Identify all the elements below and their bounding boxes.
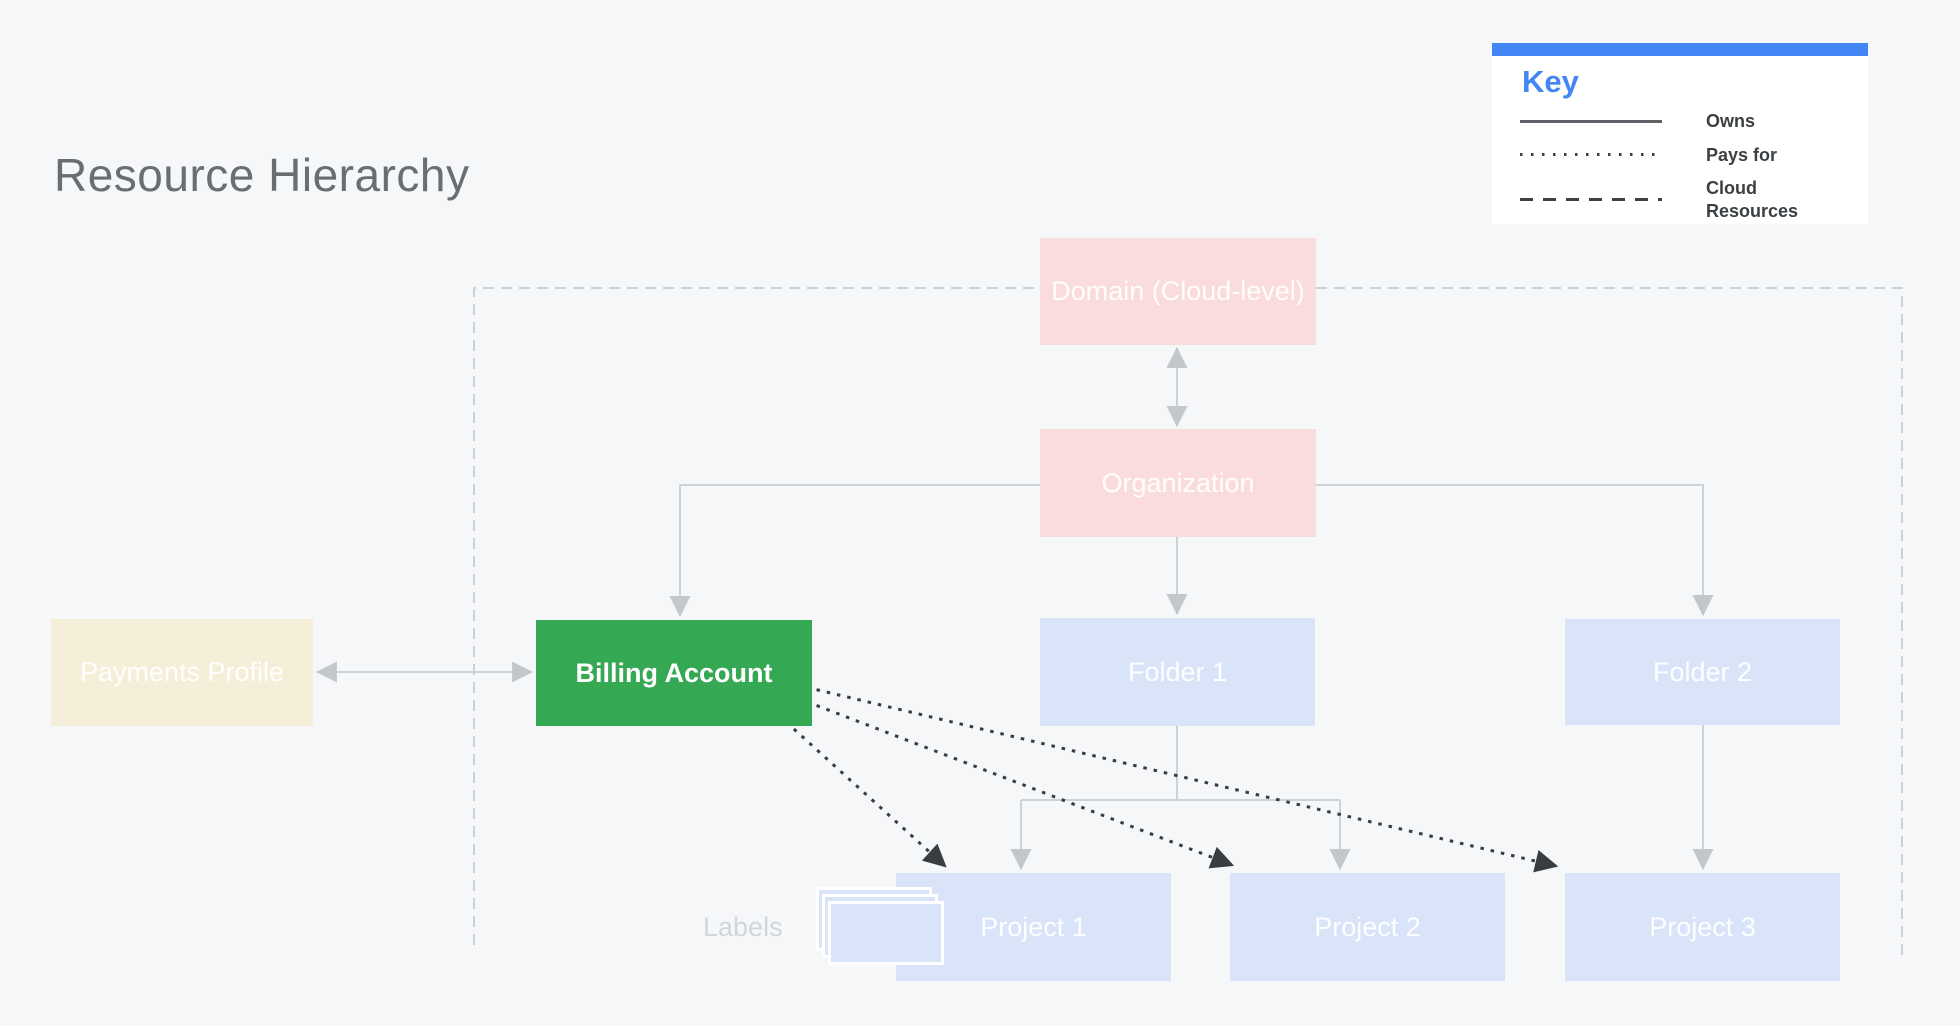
- node-folder-2-label: Folder 2: [1652, 656, 1753, 687]
- node-project-3: Project 3: [1565, 873, 1840, 981]
- node-organization-label: Organization: [1101, 467, 1255, 498]
- labels-caption: Labels: [703, 912, 783, 942]
- node-billing-account: Billing Account: [536, 620, 812, 726]
- solid-line-sample: [1520, 119, 1662, 123]
- page-title: Resource Hierarchy: [54, 149, 470, 201]
- node-project-3-label: Project 3: [1649, 911, 1756, 942]
- label-card-front: [828, 901, 944, 965]
- key-title: Key: [1522, 64, 1579, 99]
- key-label-owns: Owns: [1706, 111, 1756, 131]
- node-project-1-label: Project 1: [980, 911, 1087, 942]
- key-label-cloud-resources: Cloud Resources: [1706, 178, 1799, 221]
- key-body: Key Owns Pays for Cloud Resources: [1492, 56, 1868, 224]
- dotted-line-sample: [1520, 153, 1662, 157]
- node-organization: Organization: [1040, 429, 1316, 537]
- key-row-owns: Owns: [1520, 110, 1868, 133]
- key-panel: Key Owns Pays for Cloud Resources: [1492, 43, 1868, 224]
- key-label-pays-for: Pays for: [1706, 144, 1778, 165]
- node-domain-label: Domain (Cloud-level): [1051, 276, 1305, 306]
- node-folder-1: Folder 1: [1040, 618, 1315, 726]
- owns-connectors: [315, 346, 1714, 871]
- node-project-2-label: Project 2: [1314, 911, 1421, 942]
- node-payments-profile-label: Payments Profile: [79, 657, 285, 687]
- node-billing-account-label: Billing Account: [575, 657, 773, 688]
- node-folder-2: Folder 2: [1565, 619, 1840, 725]
- node-project-2: Project 2: [1230, 873, 1505, 981]
- node-folder-1-label: Folder 1: [1127, 656, 1228, 687]
- key-accent-bar: [1492, 43, 1868, 56]
- key-row-pays-for: Pays for: [1520, 144, 1868, 167]
- key-row-cloud-resources: Cloud Resources: [1520, 177, 1868, 222]
- dashed-line-sample: [1520, 198, 1662, 201]
- labels-cards-icon: [816, 887, 946, 967]
- node-payments-profile: Payments Profile: [51, 619, 313, 726]
- node-domain: Domain (Cloud-level): [1040, 238, 1316, 345]
